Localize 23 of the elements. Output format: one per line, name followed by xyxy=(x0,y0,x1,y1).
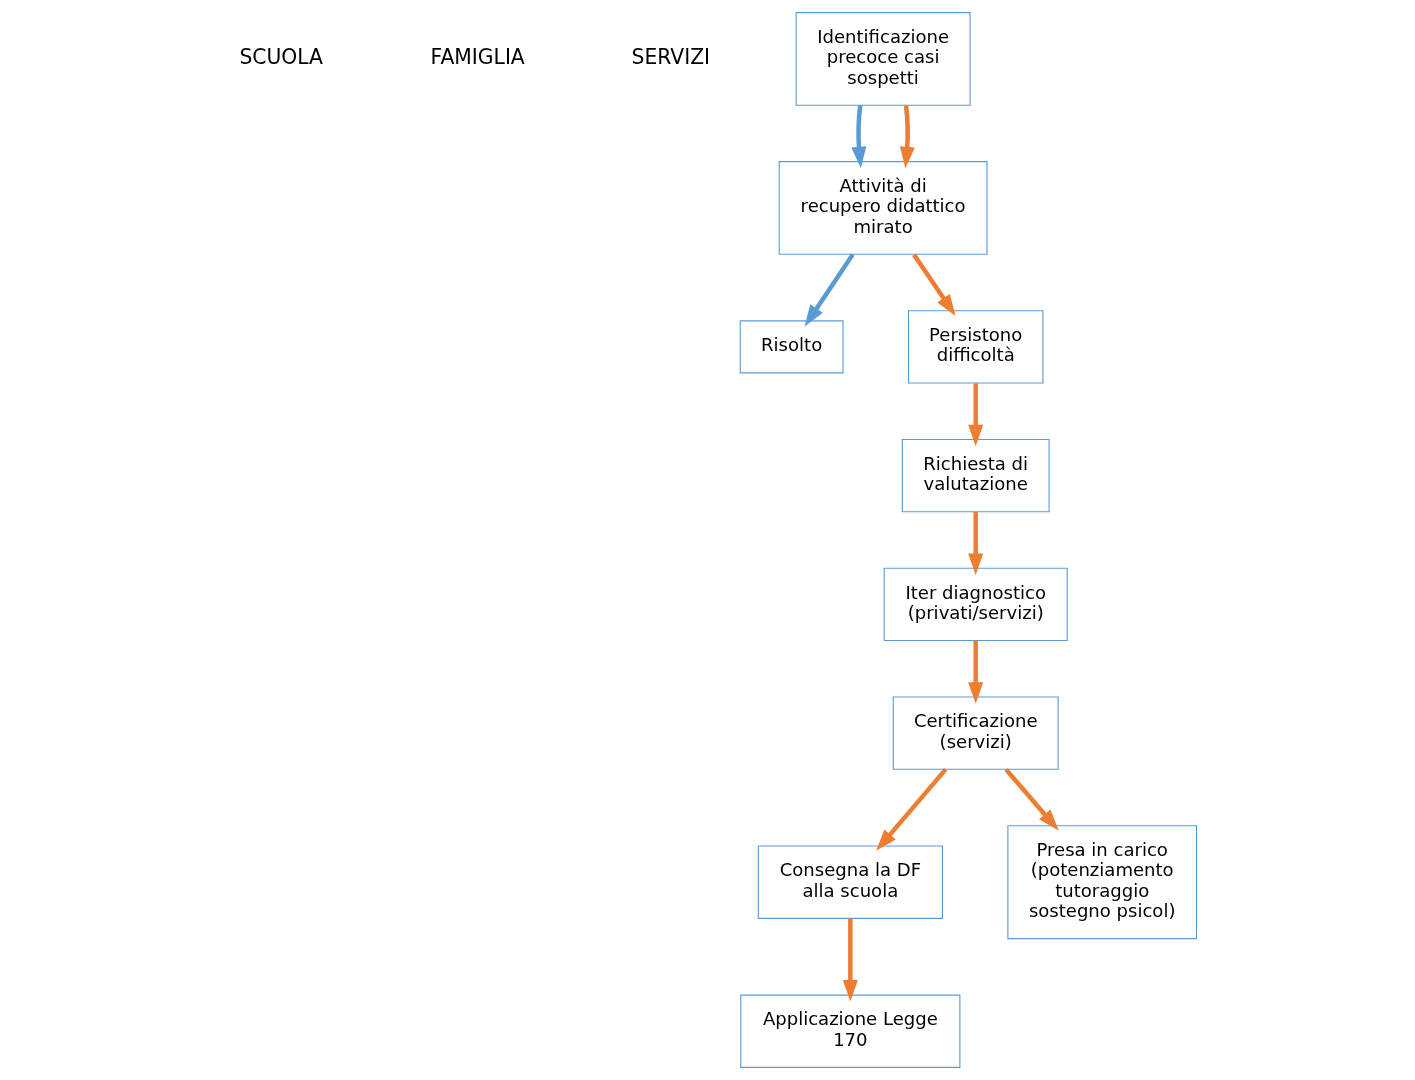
node-box: Identificazione precoce casi sospetti xyxy=(795,12,971,106)
arrow xyxy=(968,512,984,576)
node-box: Risolto xyxy=(739,320,844,374)
arrow xyxy=(968,383,984,447)
label: SCUOLA xyxy=(239,44,324,69)
arrow xyxy=(851,105,867,169)
node-box: Certificazione (servizi) xyxy=(892,696,1059,770)
node-box: Attività di recupero didattico mirato xyxy=(778,161,988,255)
arrow xyxy=(968,640,984,704)
label: SERVIZI xyxy=(631,44,711,69)
arrow xyxy=(1004,767,1059,831)
label: FAMIGLIA xyxy=(430,44,525,69)
node-box: Persistono difficoltà xyxy=(907,310,1044,384)
arrow xyxy=(842,918,858,1002)
node-box: Presa in carico (potenziamento tutoraggio sostegno psicol) xyxy=(1007,825,1198,940)
node-box: Richiesta di valutazione xyxy=(901,438,1050,513)
node-box: Consegna la DF alla scuola xyxy=(757,845,943,919)
arrow xyxy=(804,253,855,327)
node-box: Iter diagnostico (privati/servizi) xyxy=(883,567,1068,642)
arrow xyxy=(899,105,915,169)
node-box: Applicazione Legge 170 xyxy=(740,994,961,1068)
arrow xyxy=(912,253,956,317)
arrow xyxy=(876,767,948,851)
